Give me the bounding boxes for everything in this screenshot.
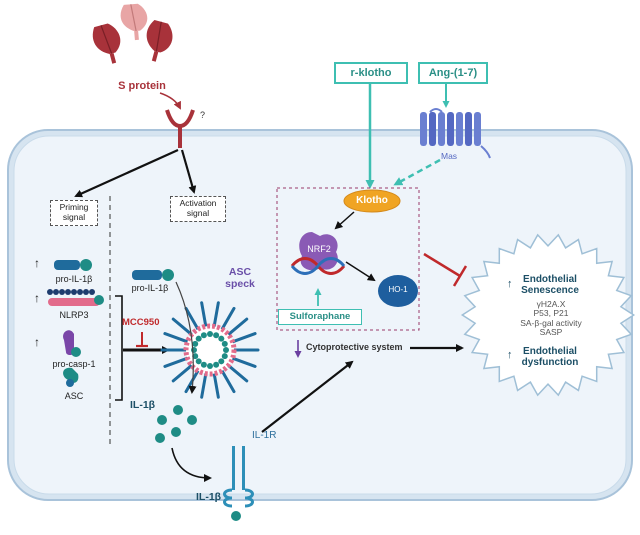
speck-bead — [207, 363, 213, 369]
speck-filament — [226, 363, 249, 383]
speck-bead — [207, 331, 213, 337]
speck-filament — [220, 306, 236, 331]
secretion-arrow — [171, 447, 212, 482]
speck-bead — [200, 332, 207, 339]
priming-signal-box: Priming signal — [50, 200, 98, 226]
pro-il1b-label: pro-IL-1β — [55, 274, 93, 284]
speck-filament — [231, 356, 257, 368]
il1b-processing-arrow — [175, 281, 197, 394]
speck-filament — [220, 369, 236, 394]
ho1-ellipse — [378, 275, 418, 307]
klotho-inhibit-bar — [452, 265, 468, 287]
speck-filament — [231, 332, 257, 344]
nrf2-label: NRF2 — [307, 244, 331, 254]
marker-4: SASP — [539, 327, 563, 338]
pro-il1b-center-label: pro-IL-1β — [131, 283, 169, 293]
il1b-dots-inside — [155, 405, 197, 443]
priming-bracket — [115, 295, 123, 401]
up-arrow-casp1: ↑ — [34, 335, 40, 349]
asc-icon — [63, 367, 79, 387]
il1b-dot-outside — [231, 511, 241, 521]
up-arrow-il1b: ↑ — [34, 256, 40, 270]
arrow-to-priming — [74, 148, 179, 198]
markers-list: γH2A.X P53, P21 SA-β-gal activity SASP — [520, 299, 582, 338]
endothelial-senescence-label: Endothelial Senescence — [521, 274, 579, 296]
speck-filament — [226, 317, 249, 337]
klotho-to-nrf2-arrow — [334, 211, 355, 230]
il1b-inside-label: IL-1β — [130, 399, 156, 411]
marker-2: P53, P21 — [533, 308, 569, 319]
cytoprotective-label: Cytoprotective system — [306, 342, 403, 352]
speck-bead — [221, 340, 228, 347]
receptor — [165, 109, 195, 148]
mas-to-klotho-arrow — [393, 158, 441, 186]
pro-casp1-label: pro-casp-1 — [52, 359, 96, 369]
mas-receptor — [420, 108, 491, 159]
speck-bead — [195, 335, 202, 342]
r-klotho-box: r-klotho — [334, 62, 408, 84]
up-arrow-senescence: ↑ — [507, 278, 513, 290]
klotho-label: Klotho — [356, 195, 388, 206]
speck-filament — [184, 369, 200, 394]
asc-speck-label: ASC speck — [225, 266, 255, 290]
speck-bead — [192, 340, 199, 347]
mcc950-label: MCC950 — [122, 317, 160, 328]
speck-filament — [212, 372, 220, 399]
s-protein-spikes — [92, 3, 173, 64]
s-protein-arrow — [159, 92, 181, 110]
mas-label: Mas — [441, 151, 458, 161]
up-arrow-nlrp3: ↑ — [34, 291, 40, 305]
klotho-ellipse — [343, 189, 401, 213]
asc-label: ASC — [64, 391, 84, 401]
speck-filament — [163, 332, 189, 344]
speck-bead — [221, 353, 228, 360]
speck-filament — [171, 317, 194, 337]
senescence-burst — [460, 233, 636, 397]
il1r-receptor — [223, 446, 254, 508]
ang17-box: Ang-(1-7) — [418, 62, 488, 84]
endothelial-dysfunction-label: Endothelial dysfunction — [521, 346, 579, 368]
il1r-label: IL-1R — [252, 430, 277, 441]
activation-signal-box: Activation signal — [170, 196, 226, 222]
speck-filament — [200, 301, 208, 328]
ho1-label: HO-1 — [388, 285, 408, 294]
up-arrow-dysfunction: ↑ — [507, 349, 513, 361]
marker-3: SA-β-gal activity — [520, 317, 582, 328]
sulforaphane-box: Sulforaphane — [278, 309, 362, 325]
nlrp3-label: NLRP3 — [59, 310, 89, 320]
klotho-inhibit-line — [423, 252, 461, 278]
marker-1: γH2A.X — [536, 299, 566, 309]
pro-il1b-center-icon — [132, 269, 174, 281]
klotho-box — [276, 187, 420, 331]
asc-speck — [160, 301, 260, 399]
speck-bead — [213, 332, 220, 339]
il1b-outside-label: IL-1β — [196, 491, 222, 503]
speck-bead — [200, 361, 207, 368]
pro-il1b-icon — [54, 259, 92, 271]
speck-bead — [195, 358, 202, 365]
nlrp3-icon — [47, 289, 104, 306]
nrf2-icon — [299, 232, 338, 271]
speck-bead — [223, 347, 229, 353]
speck-bead — [218, 358, 225, 365]
speck-bead — [191, 347, 197, 353]
speck-bead — [213, 361, 220, 368]
speck-filament — [212, 301, 220, 328]
speck-filament — [200, 372, 208, 399]
s-protein-label: S protein — [118, 80, 166, 92]
speck-filament — [171, 363, 194, 383]
speck-filament — [163, 356, 189, 368]
speck-core — [201, 341, 219, 359]
arrow-to-activation — [180, 149, 197, 194]
nrf2-to-ho1-arrow — [345, 261, 376, 282]
pro-casp1-icon — [63, 330, 81, 357]
speck-filament — [184, 306, 200, 331]
il1r-to-cyto-arrow — [261, 360, 354, 433]
speck-bead — [218, 335, 225, 342]
dna-helix — [290, 257, 346, 275]
question-mark: ? — [200, 110, 206, 120]
